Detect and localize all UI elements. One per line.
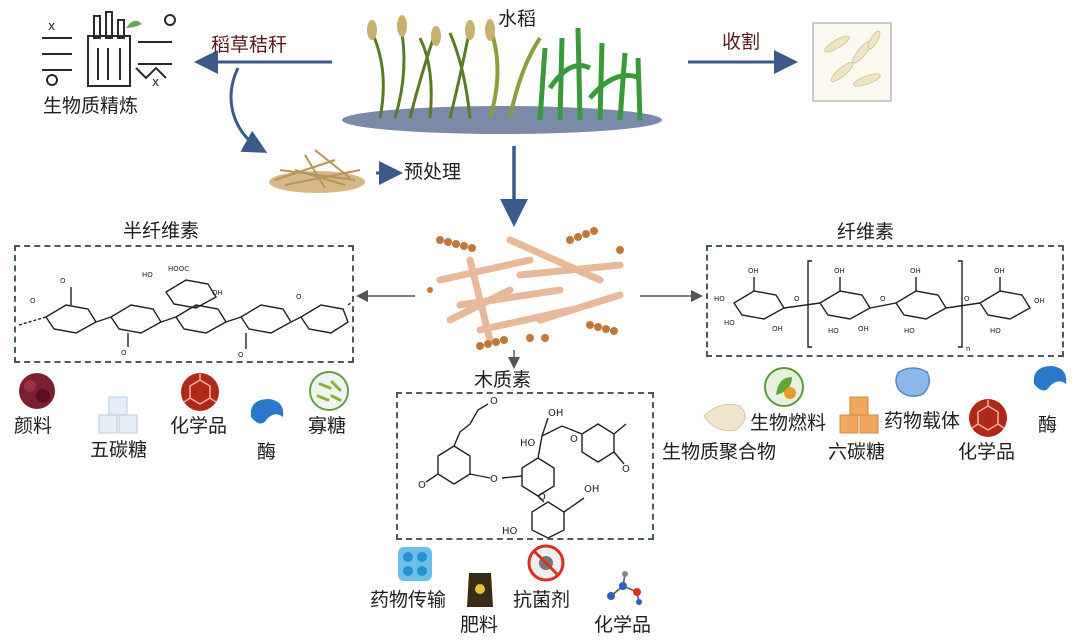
product-chemicals-lignin: 化学品 [594, 614, 652, 636]
hemicellulose-structure-box: O O O HOOC HO OH O O [14, 245, 354, 363]
oligosaccharide-icon [308, 370, 350, 412]
product-biofuel: 生物燃料 [750, 412, 827, 434]
enzyme-icon [1028, 362, 1070, 400]
svg-text:HO: HO [990, 327, 1001, 335]
product-chemicals-cell: 化学品 [958, 441, 1016, 463]
rice-plants-image [340, 8, 665, 138]
sugar-cubes-icon [95, 395, 143, 435]
product-chemicals-hemi: 化学品 [170, 415, 228, 437]
enzyme-icon [245, 395, 287, 433]
svg-text:HO: HO [714, 295, 725, 303]
biorefinery-label: 生物质精炼 [43, 95, 139, 117]
svg-text:O: O [490, 474, 498, 485]
svg-text:O: O [418, 480, 426, 491]
product-hexose: 六碳糖 [828, 441, 886, 463]
svg-text:O: O [238, 351, 244, 359]
svg-text:OH: OH [858, 325, 869, 333]
svg-text:O: O [964, 295, 970, 303]
fertilizer-icon [463, 565, 497, 609]
product-enzyme-cell: 酶 [1038, 414, 1058, 436]
svg-text:OH: OH [772, 325, 783, 333]
svg-text:OH: OH [212, 289, 223, 297]
svg-text:OH: OH [584, 484, 599, 495]
product-oligosaccharide: 寡糖 [308, 415, 347, 437]
cellulose-structure-box: OH OH OH OH HO HO OH HO OH HO HO OH n O O O [706, 245, 1064, 357]
svg-text:HO: HO [724, 319, 735, 327]
hemicellulose-title: 半纤维素 [123, 220, 200, 242]
product-enzyme-hemi: 酶 [257, 441, 277, 463]
svg-text:x: x [48, 19, 55, 33]
arrow-to-straw [229, 67, 268, 153]
product-drug-carrier: 药物载体 [884, 410, 961, 432]
chemicals-hexagon-icon [968, 398, 1008, 438]
svg-text:OH: OH [834, 267, 845, 275]
product-drug-delivery: 药物传输 [370, 589, 447, 611]
svg-text:OH: OH [994, 267, 1005, 275]
svg-text:HO: HO [502, 526, 518, 537]
product-antibacterial: 抗菌剂 [513, 589, 571, 611]
product-biopolymer: 生物质聚合物 [662, 441, 777, 463]
straw-pile-image [265, 140, 370, 195]
svg-text:O: O [296, 293, 302, 301]
lignin-title: 木质素 [474, 369, 532, 391]
harvest-label: 收割 [722, 31, 761, 53]
svg-text:OH: OH [748, 267, 759, 275]
molecule-icon [603, 568, 645, 606]
antibacterial-icon [526, 543, 566, 583]
svg-text:O: O [490, 396, 498, 407]
pretreatment-label: 预处理 [404, 161, 462, 183]
chemicals-hexagon-icon [180, 372, 220, 412]
svg-text:HOOC: HOOC [168, 265, 189, 273]
svg-text:HO: HO [904, 327, 915, 335]
cellulose-title: 纤维素 [837, 221, 895, 243]
drug-carrier-icon [893, 364, 933, 400]
hemicellulose-structure: O O O HOOC HO OH O O [18, 265, 352, 359]
sugar-cube-icon [836, 395, 884, 435]
drug-delivery-icon [396, 545, 434, 583]
svg-text:HO: HO [828, 327, 839, 335]
biopolymer-icon [700, 396, 754, 436]
svg-text:OH: OH [910, 267, 921, 275]
svg-text:O: O [121, 349, 127, 357]
svg-text:HO: HO [142, 271, 153, 279]
svg-text:HO: HO [520, 438, 536, 449]
product-pentose: 五碳糖 [90, 439, 148, 461]
svg-text:O: O [622, 464, 630, 475]
cellulose-structure: OH OH OH OH HO HO OH HO OH HO HO OH n O O O [714, 260, 1045, 353]
svg-text:OH: OH [1034, 297, 1045, 305]
product-fertilizer: 肥料 [460, 614, 499, 636]
svg-text:O: O [60, 277, 66, 285]
svg-text:OH: OH [548, 408, 563, 419]
svg-text:O: O [880, 295, 886, 303]
rice-grains-image [812, 22, 892, 102]
pigment-icon [16, 370, 58, 412]
biofuel-icon [764, 367, 804, 407]
straw-label: 稻草秸秆 [211, 34, 288, 56]
svg-text:O: O [570, 434, 578, 445]
svg-text:O: O [538, 492, 546, 503]
biorefinery-icon: x x [38, 8, 188, 90]
rice-label: 水稻 [498, 8, 537, 30]
svg-text:x: x [152, 75, 159, 89]
svg-text:O: O [30, 297, 36, 305]
product-pigment: 颜料 [14, 415, 53, 437]
fiber-bundle-image [420, 220, 640, 355]
svg-text:n: n [966, 345, 970, 353]
svg-text:O: O [794, 295, 800, 303]
